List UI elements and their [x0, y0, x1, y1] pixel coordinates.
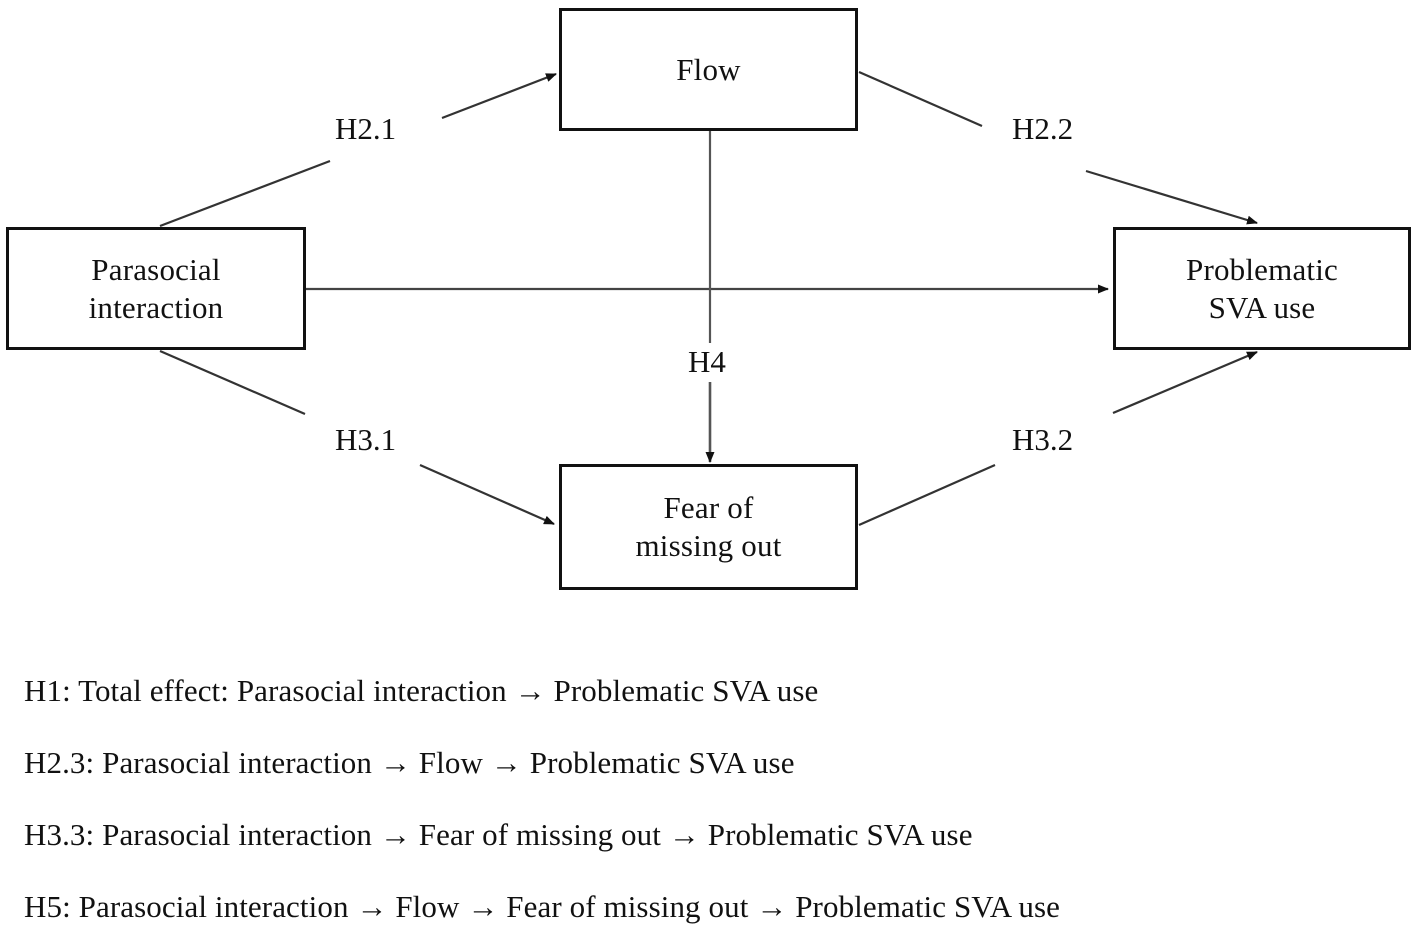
edge-h32-segment-b [1112, 350, 1258, 415]
node-flow-label: Flow [676, 51, 741, 87]
hypothesis-line-h1: H1: Total effect: Parasocial interaction… [24, 673, 819, 708]
hypothesis-list: H1: Total effect: Parasocial interaction… [24, 655, 1404, 943]
edge-label-h3-1: H3.1 [331, 423, 401, 456]
edge-label-h4: H4 [684, 345, 730, 378]
node-parasocial-interaction[interactable]: Parasocial interaction [6, 227, 306, 350]
edge-h31-segment-a [159, 349, 306, 416]
edge-label-h3-2: H3.2 [1008, 423, 1078, 456]
edge-h32-segment-a [858, 463, 996, 527]
diagram-connectors [159, 70, 1258, 527]
node-parasocial-interaction-label: Parasocial interaction [88, 251, 224, 325]
edge-h22-segment-b [1085, 169, 1258, 225]
hypothesis-line-h2-3: H2.3: Parasocial interaction → Flow → Pr… [24, 745, 795, 780]
edge-h22-segment-a [858, 70, 983, 128]
edge-label-h2-1: H2.1 [331, 112, 401, 145]
node-fear-of-missing-out-label: Fear of missing out [635, 490, 782, 563]
edge-h21-segment-b [441, 72, 557, 120]
node-problematic-sva-use-label: Problematic SVA use [1186, 251, 1338, 325]
hypothesis-line-h5: H5: Parasocial interaction → Flow → Fear… [24, 889, 1061, 924]
edge-h31-segment-b [419, 463, 555, 526]
node-problematic-sva-use[interactable]: Problematic SVA use [1113, 227, 1411, 350]
node-flow[interactable]: Flow [559, 8, 858, 131]
node-fear-of-missing-out[interactable]: Fear of missing out [559, 464, 858, 590]
edge-h21-segment-a [159, 159, 331, 228]
edge-label-h2-2: H2.2 [1008, 112, 1078, 145]
hypothesis-line-h3-3: H3.3: Parasocial interaction → Fear of m… [24, 817, 973, 852]
